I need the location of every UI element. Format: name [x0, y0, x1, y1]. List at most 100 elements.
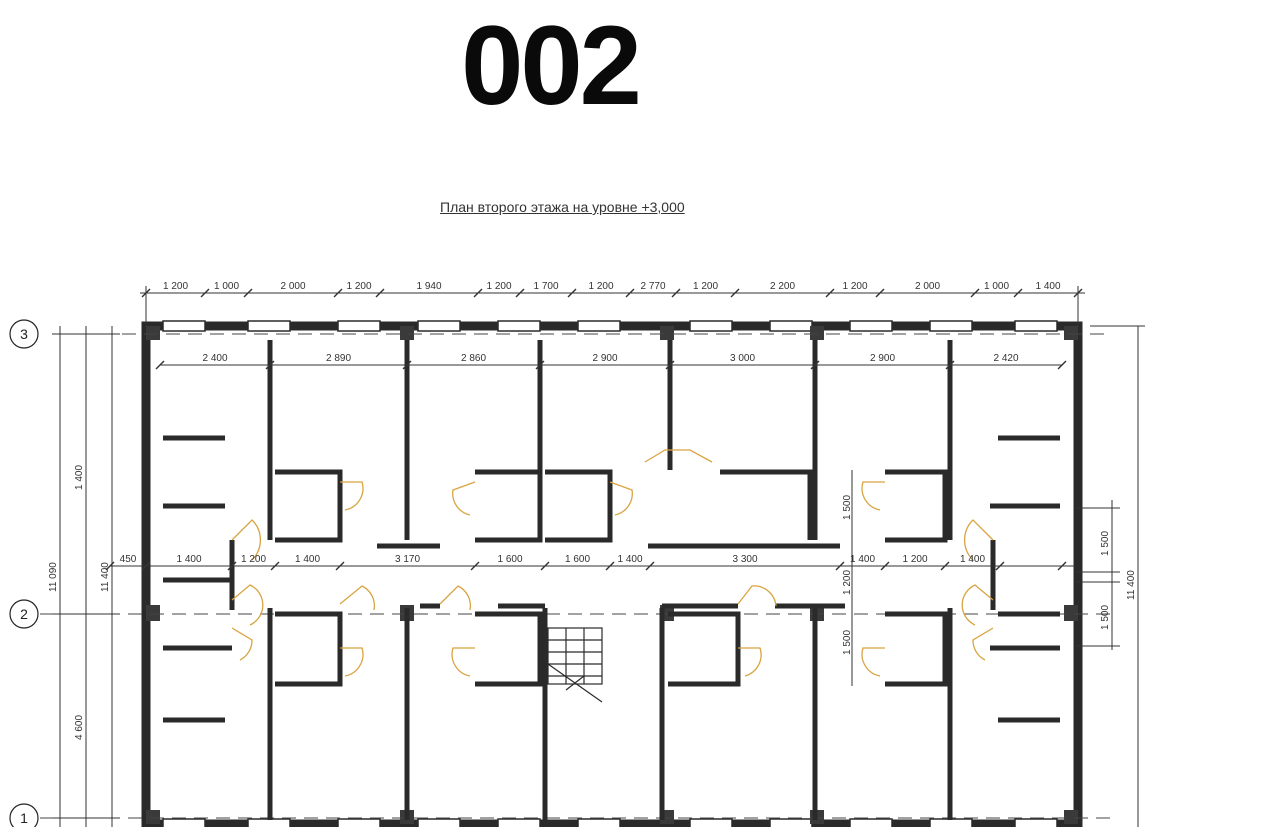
corridor-dimension-tick — [880, 561, 890, 571]
corridor-dimension-tick — [1057, 561, 1067, 571]
axis-label-2: 2 — [20, 606, 28, 622]
left-dimension-lines — [52, 326, 120, 827]
room-width-tick — [665, 360, 675, 370]
corridor-dimension-label: 1 400 — [617, 554, 642, 565]
room-width-tick — [535, 360, 545, 370]
top-dimension-label: 1 200 — [486, 281, 511, 292]
corridor-dimension-label: 1 400 — [295, 554, 320, 565]
room-width-tick — [402, 360, 412, 370]
corridor-dimension-label: 1 200 — [902, 554, 927, 565]
top-dimension-label: 1 200 — [693, 281, 718, 292]
corridor-dimension-tick — [940, 561, 950, 571]
corridor-dimension-tick — [335, 561, 345, 571]
right-overall-dimension: 11 400 — [1126, 570, 1137, 600]
corridor-dimension-tick — [470, 561, 480, 571]
right-lower-dimension: 1 500 — [1100, 605, 1111, 630]
top-dimension-tick — [515, 288, 525, 298]
axis-label-1: 1 — [20, 810, 28, 826]
room-width-label: 2 900 — [870, 353, 895, 364]
top-dimension-line — [140, 286, 1085, 326]
interior-walls-upper — [163, 340, 1060, 610]
left-upper-dimension: 1 400 — [74, 465, 85, 490]
room-width-label: 2 890 — [326, 353, 351, 364]
left-lower-dimension: 4 600 — [74, 715, 85, 740]
door-swings — [231, 449, 994, 677]
top-dimension-label: 1 200 — [588, 281, 613, 292]
corridor-dimension-tick — [270, 561, 280, 571]
axis-label-3: 3 — [20, 326, 28, 342]
columns — [146, 326, 1078, 824]
top-dimensions: 1 200 1 000 2 000 1 200 1 940 1 200 1 700 1 200… — [141, 281, 1083, 298]
corridor-dimension-label: 450 — [120, 554, 137, 565]
room-width-tick — [155, 360, 165, 370]
left-inner-dimension: 11 400 — [100, 562, 111, 592]
plan-title: План второго этажа на уровне +3,000 — [440, 199, 685, 215]
corridor-dimension-label: 1 400 — [850, 554, 875, 565]
top-dimension-tick — [333, 288, 343, 298]
room-width-tick — [810, 360, 820, 370]
corridor-dimension-tick — [141, 561, 151, 571]
top-dimension-tick — [825, 288, 835, 298]
top-dimension-tick — [141, 288, 151, 298]
room-width-label: 2 860 — [461, 353, 486, 364]
room-width-tick — [265, 360, 275, 370]
corridor-dimension-label: 3 170 — [395, 554, 420, 565]
corridor-dimension-label: 3 300 — [732, 554, 757, 565]
inner-lower-dimension: 1 500 — [842, 630, 853, 655]
sheet-number: 002 — [461, 3, 642, 128]
corridor-dimension-tick — [105, 561, 115, 571]
corridor-dimension-label: 1 600 — [565, 554, 590, 565]
corridor-dimension-tick — [540, 561, 550, 571]
right-dimension-lines — [1076, 325, 1145, 827]
top-dimension-tick — [567, 288, 577, 298]
top-dimension-label: 1 000 — [984, 281, 1009, 292]
corridor-dimension-label: 1 400 — [960, 554, 985, 565]
corridor-dimension-tick — [645, 561, 655, 571]
room-width-tick — [1057, 360, 1067, 370]
top-dimension-label: 1 700 — [533, 281, 558, 292]
top-dimension-label: 1 940 — [416, 281, 441, 292]
inner-corridor-dimension: 1 200 — [842, 570, 853, 595]
axis-marker-1: 1 — [9, 803, 39, 827]
corridor-dimension-label: 1 200 — [241, 554, 266, 565]
top-dimension-label: 1 200 — [346, 281, 371, 292]
room-width-label: 3 000 — [730, 353, 755, 364]
top-dimension-tick — [473, 288, 483, 298]
corridor-dimension-label: 1 400 — [176, 554, 201, 565]
axis-marker-2: 2 — [9, 599, 39, 629]
axis-marker-3: 3 — [9, 319, 39, 349]
room-width-label: 2 900 — [592, 353, 617, 364]
corridor-dimension-tick — [995, 561, 1005, 571]
windows — [162, 320, 1058, 827]
corridor-dimension-tick — [605, 561, 615, 571]
top-dimension-tick — [875, 288, 885, 298]
top-dimension-label: 1 400 — [1035, 281, 1060, 292]
room-width-label: 2 400 — [202, 353, 227, 364]
left-overall-dimension: 11 090 — [48, 562, 59, 592]
top-dimension-tick — [625, 288, 635, 298]
top-dimension-label: 1 200 — [842, 281, 867, 292]
top-dimension-tick — [200, 288, 210, 298]
top-dimension-label: 2 000 — [280, 281, 305, 292]
top-dimension-tick — [243, 288, 253, 298]
top-dimension-tick — [1073, 288, 1083, 298]
top-dimension-label: 2 000 — [915, 281, 940, 292]
top-dimension-label: 2 770 — [640, 281, 665, 292]
inner-upper-dimension: 1 500 — [842, 495, 853, 520]
staircase — [547, 627, 603, 703]
top-dimension-label: 2 200 — [770, 281, 795, 292]
outer-walls — [141, 321, 1083, 827]
top-dimension-tick — [730, 288, 740, 298]
corridor-dimension-tick — [835, 561, 845, 571]
top-dimension-label: 1 200 — [163, 281, 188, 292]
top-dimension-tick — [1013, 288, 1023, 298]
top-dimension-label: 1 000 — [214, 281, 239, 292]
top-dimension-tick — [671, 288, 681, 298]
top-dimension-tick — [970, 288, 980, 298]
interior-walls-lower — [163, 577, 1060, 820]
corridor-dimension-tick — [227, 561, 237, 571]
corridor-dimension-label: 1 600 — [497, 554, 522, 565]
right-upper-dimension: 1 500 — [1100, 531, 1111, 556]
